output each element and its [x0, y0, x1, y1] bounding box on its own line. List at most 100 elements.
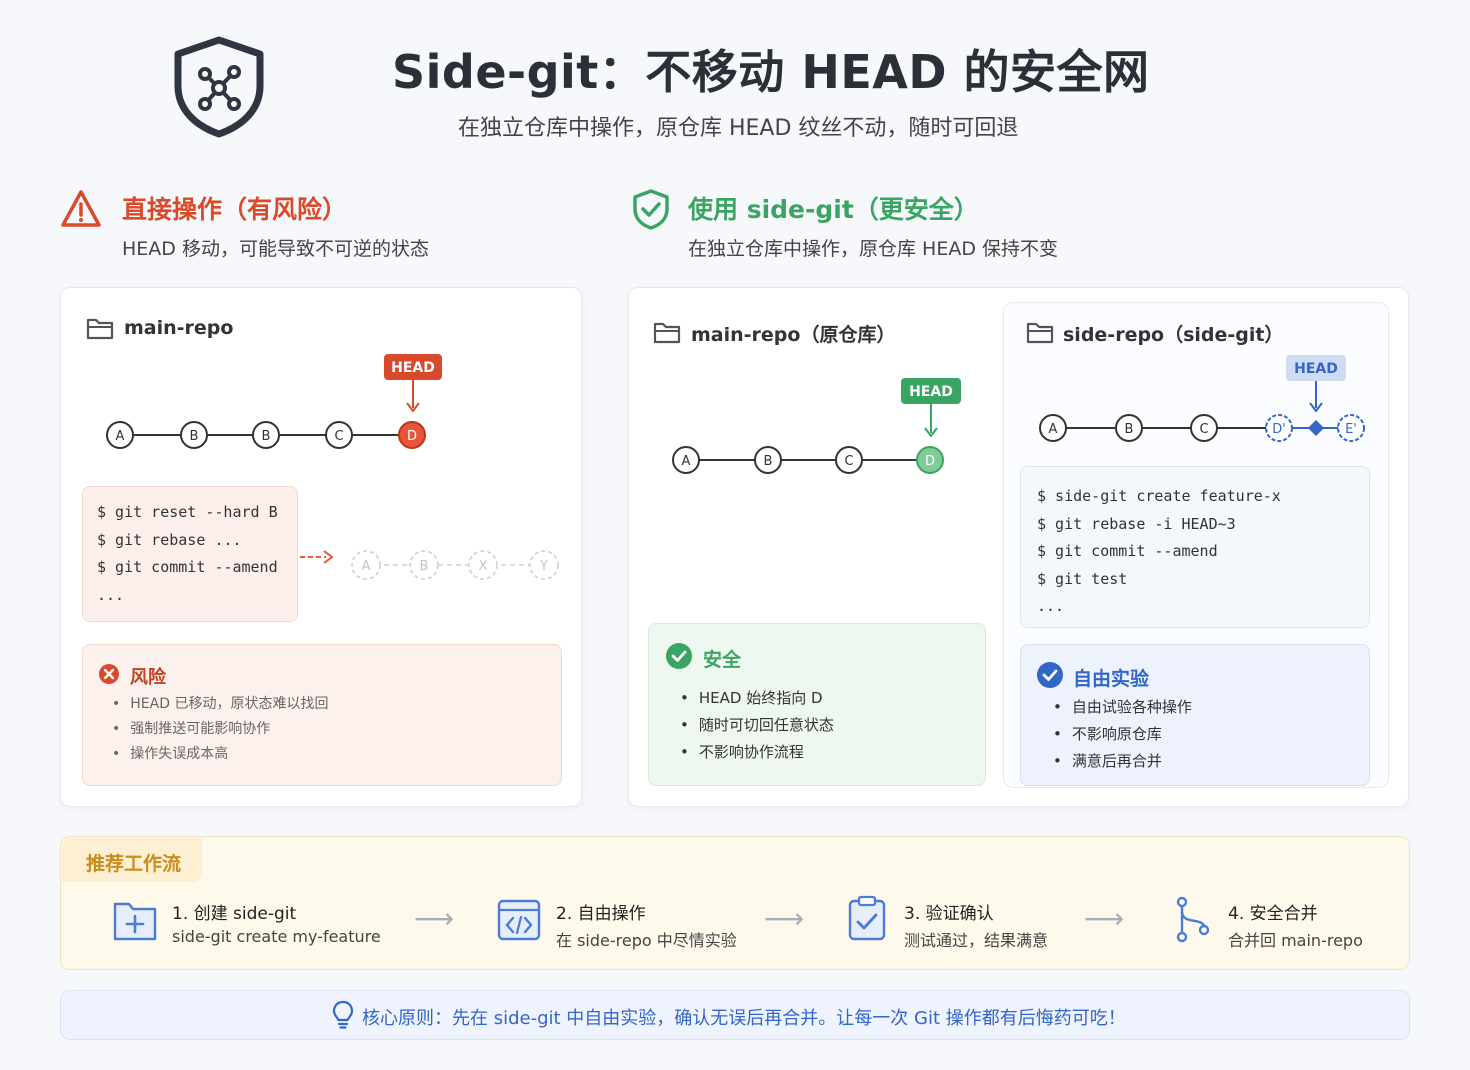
- warning-icon: [61, 190, 101, 227]
- workflow-step-sub: 合并回 main-repo: [1228, 931, 1363, 950]
- commit-label: A: [1049, 422, 1058, 437]
- workflow-step-title: 2. 自由操作: [556, 904, 646, 924]
- head-marker: [1308, 420, 1324, 436]
- ghost-commit-node: [468, 550, 498, 580]
- free-item: 满意后再合并: [1053, 751, 1192, 778]
- commit-label: C: [334, 429, 343, 444]
- commit-node-new: [1337, 414, 1365, 442]
- commit-node-head: [916, 446, 944, 474]
- side-code-box: $ side-git create feature-x $ git rebase…: [1020, 466, 1370, 628]
- risk-list: HEAD 已移动，原状态难以找回 强制推送可能影响协作 操作失误成本高: [112, 694, 328, 769]
- shield-check-icon: [633, 189, 669, 230]
- code-line: ...: [97, 585, 125, 604]
- code-window-icon: [497, 899, 541, 941]
- workflow-tag-label: 推荐工作流: [86, 853, 182, 875]
- left-section-subtitle: HEAD 移动，可能导致不可逆的状态: [122, 238, 429, 260]
- commit-label: B: [190, 429, 199, 444]
- code-line: $ side-git create feature-x: [1037, 487, 1281, 505]
- ghost-commit-label: A: [362, 559, 371, 574]
- left-repo-label: main-repo: [124, 317, 234, 339]
- risk-item: HEAD 已移动，原状态难以找回: [112, 694, 328, 719]
- code-line: $ git test: [1037, 569, 1128, 588]
- clipboard-check-icon: [848, 895, 886, 941]
- footer-text: 核心原则：先在 side-git 中自由实验，确认无误后再合并。让每一次 Git…: [362, 1008, 1126, 1029]
- code-line: ...: [1037, 597, 1065, 615]
- free-item: 自由试验各种操作: [1053, 697, 1192, 724]
- right-section-subtitle: 在独立仓库中操作，原仓库 HEAD 保持不变: [688, 238, 1058, 260]
- commit-node: [754, 446, 782, 474]
- commit-label: B: [1125, 422, 1134, 437]
- workflow-arrow-icon: ⟶: [1084, 902, 1125, 935]
- folder-plus-icon: [113, 902, 157, 941]
- check-circle-icon: [1037, 662, 1063, 688]
- commit-label: E': [1345, 422, 1357, 437]
- commit-node-new: [1265, 414, 1293, 442]
- lightbulb-icon: [332, 1000, 354, 1029]
- head-badge: [1286, 355, 1346, 381]
- page-subtitle: 在独立仓库中操作，原仓库 HEAD 纹丝不动，随时可回退: [458, 116, 1019, 141]
- ghost-commit-label: Y: [539, 559, 548, 574]
- commit-label: B: [764, 454, 773, 469]
- code-line: $ git rebase ...: [97, 530, 242, 549]
- code-line: $ git commit --amend: [1037, 542, 1218, 560]
- ghost-commit-label: B: [420, 559, 429, 574]
- main-repo-commit-graph: A B C D HEAD: [672, 378, 961, 474]
- risk-title: 风险: [130, 667, 166, 688]
- page-title: Side-git：不移动 HEAD 的安全网: [392, 45, 1150, 99]
- workflow-step-sub: 测试通过，结果满意: [904, 931, 1049, 950]
- head-badge: [384, 354, 442, 380]
- check-circle-icon: [666, 643, 692, 669]
- folder-icon: [86, 318, 114, 340]
- safe-list: HEAD 始终指向 D 随时可切回任意状态 不影响协作流程: [680, 688, 834, 769]
- commit-node: [672, 446, 700, 474]
- commit-label: D': [1272, 422, 1286, 437]
- workflow-tag: [62, 838, 202, 882]
- ghost-commit-node: [409, 550, 439, 580]
- commit-node: [1190, 414, 1218, 442]
- side-repo-commit-graph: A B C D' E' HEAD: [1039, 355, 1365, 442]
- free-item: 不影响原仓库: [1053, 724, 1192, 751]
- commit-node: [835, 446, 863, 474]
- safe-item: 随时可切回任意状态: [680, 715, 834, 742]
- left-commit-graph: A B B C D HEAD: [106, 354, 442, 449]
- commit-node: [180, 421, 208, 449]
- commit-node: [252, 421, 280, 449]
- main-repo-label: main-repo（原仓库）: [691, 324, 896, 346]
- folder-icon: [653, 322, 681, 344]
- commit-label: A: [116, 429, 125, 444]
- commit-label: D: [407, 429, 417, 444]
- commit-label: C: [844, 454, 853, 469]
- workflow-step-title: 1. 创建 side-git: [172, 904, 297, 924]
- free-list: 自由试验各种操作 不影响原仓库 满意后再合并: [1053, 697, 1192, 778]
- workflow-step-title: 3. 验证确认: [904, 904, 994, 924]
- ghost-commit-node: [351, 550, 381, 580]
- footer-banner: [60, 990, 1410, 1040]
- safe-item: 不影响协作流程: [680, 742, 834, 769]
- folder-icon: [1026, 322, 1054, 344]
- left-section-title: 直接操作（有风险）: [122, 195, 348, 224]
- risk-item: 操作失误成本高: [112, 744, 328, 769]
- head-label: HEAD: [391, 360, 435, 376]
- commit-label: B: [262, 429, 271, 444]
- git-merge-icon: [1176, 896, 1210, 943]
- commit-node: [325, 421, 353, 449]
- safe-item: HEAD 始终指向 D: [680, 688, 834, 715]
- head-label: HEAD: [1294, 361, 1338, 377]
- commit-label: A: [682, 454, 691, 469]
- error-icon: [99, 664, 119, 684]
- commit-node: [106, 421, 134, 449]
- right-section-title: 使用 side-git（更安全）: [688, 195, 979, 224]
- code-line: $ git rebase -i HEAD~3: [1037, 514, 1236, 533]
- ghost-commit-node: [529, 550, 559, 580]
- code-line: $ git commit --amend: [97, 558, 278, 576]
- head-badge: [901, 378, 961, 404]
- workflow-step-sub: side-git create my-feature: [172, 927, 381, 946]
- commit-label: D: [925, 454, 935, 469]
- commit-node: [1039, 414, 1067, 442]
- workflow-arrow-icon: ⟶: [414, 902, 455, 935]
- side-repo-label: side-repo（side-git）: [1063, 324, 1284, 346]
- code-line: $ git reset --hard B: [97, 503, 278, 521]
- commit-node-head: [398, 421, 426, 449]
- ghost-commit-graph: A B X Y: [300, 550, 559, 580]
- left-code-box: $ git reset --hard B $ git rebase ... $ …: [82, 486, 298, 622]
